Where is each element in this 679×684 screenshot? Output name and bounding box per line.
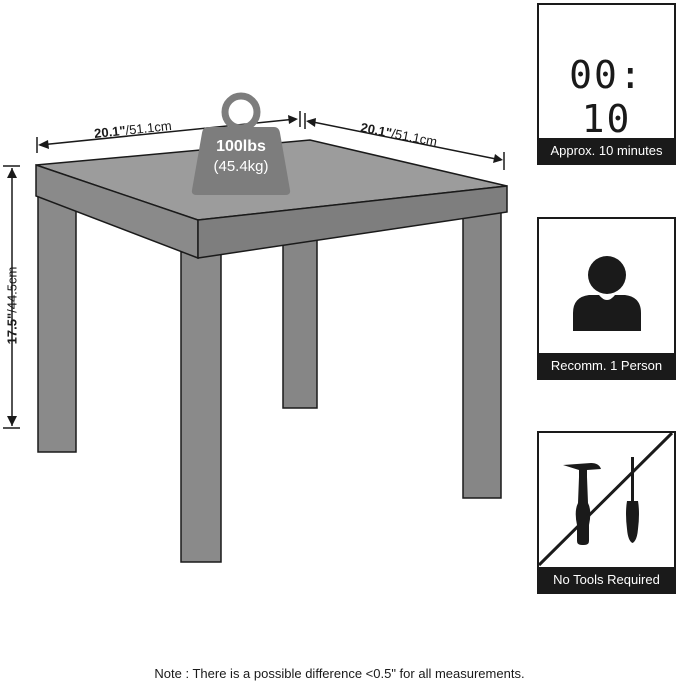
weight-capacity: 100lbs (45.4kg) bbox=[192, 137, 290, 176]
table-illustration bbox=[3, 92, 508, 563]
table-leg-back-left bbox=[282, 229, 318, 409]
table-leg-back-right bbox=[462, 207, 502, 499]
height-inches: 17.5" bbox=[4, 312, 20, 345]
height-dimension-arrow bbox=[3, 165, 20, 429]
height-cm: /44.5cm bbox=[4, 266, 20, 313]
no-tools-card: No Tools Required bbox=[537, 431, 676, 594]
table-edge-right bbox=[197, 185, 508, 259]
depth-dimension-arrow bbox=[304, 113, 505, 170]
weight-lbs: 100lbs bbox=[216, 138, 266, 155]
recommended-people-label: Recomm. 1 Person bbox=[539, 353, 674, 378]
person-icon bbox=[573, 256, 641, 331]
digital-clock-icon: 00: 10 bbox=[569, 53, 644, 141]
assembly-time-card: 00: 10 Approx. 10 minutes bbox=[537, 3, 676, 165]
table-leg-front-right bbox=[180, 251, 222, 563]
measurement-note: Note : There is a possible difference <0… bbox=[154, 666, 525, 681]
assembly-time-label: Approx. 10 minutes bbox=[539, 138, 674, 163]
no-tools-label: No Tools Required bbox=[539, 567, 674, 592]
table-leg-front-left bbox=[37, 189, 77, 453]
recommended-people-card: Recomm. 1 Person bbox=[537, 217, 676, 380]
hammer-screwdriver-icon bbox=[539, 433, 674, 567]
height-label: 17.5"/44.5cm bbox=[5, 246, 20, 366]
weight-kg: (45.4kg) bbox=[213, 158, 269, 175]
weight-icon bbox=[191, 92, 291, 195]
